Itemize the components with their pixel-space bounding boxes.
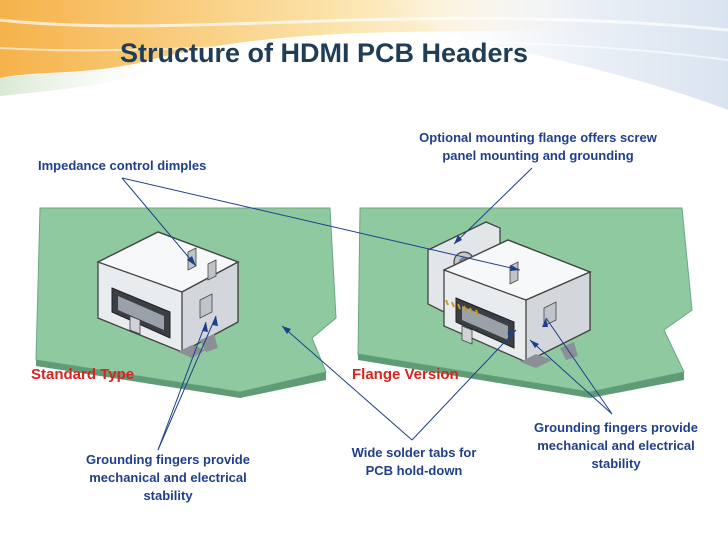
grounding-left-line-3: stability (143, 488, 193, 503)
standard-connector (96, 231, 240, 358)
solder-tabs-line-2: PCB hold-down (365, 463, 463, 478)
grounding-right-line-1: Grounding fingers provide (534, 420, 698, 435)
mounting-flange-label: Optional mounting flange offers screw pa… (378, 129, 698, 165)
impedance-dimples-text: Impedance control dimples (38, 158, 207, 173)
grounding-left-line-2: mechanical and electrical (89, 470, 247, 485)
leader-lines (121, 167, 613, 451)
mounting-flange-line-2: panel mounting and grounding (442, 148, 634, 163)
standard-type-label: Standard Type (31, 366, 135, 383)
impedance-dimples-label: Impedance control dimples (38, 157, 206, 175)
mounting-flange-line-1: Optional mounting flange offers screw (419, 130, 657, 145)
solder-tabs-line-1: Wide solder tabs for (351, 445, 477, 460)
flange-version-label: Flange Version (352, 366, 459, 383)
grounding-fingers-left-label: Grounding fingers provide mechanical and… (50, 451, 286, 505)
grounding-right-line-2: mechanical and electrical (537, 438, 695, 453)
solder-tabs-label: Wide solder tabs for PCB hold-down (320, 444, 508, 480)
slide-title: Structure of HDMI PCB Headers (120, 38, 529, 68)
grounding-fingers-right-label: Grounding fingers provide mechanical and… (500, 419, 728, 473)
grounding-right-line-3: stability (591, 456, 641, 471)
grounding-left-line-1: Grounding fingers provide (86, 452, 250, 467)
